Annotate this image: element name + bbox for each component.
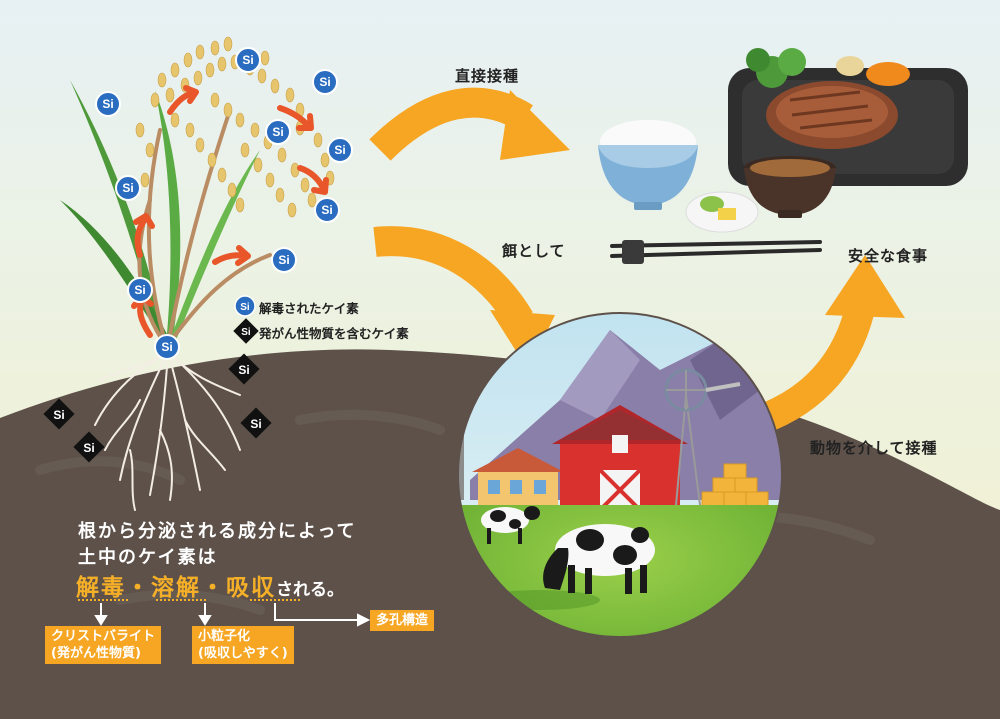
keyword-detox: 解毒 xyxy=(76,575,126,601)
meal-illustration xyxy=(598,48,968,264)
plant-roots xyxy=(94,351,241,511)
svg-text:Si: Si xyxy=(134,283,145,297)
label-feed: 餌として xyxy=(502,242,566,260)
box-cristobalite-line2: (発がん性物質) xyxy=(51,646,141,661)
si-diamond: Si xyxy=(73,431,105,463)
legend-detox-text: 解毒されたケイ素 xyxy=(259,301,359,316)
box-porous: 多孔構造 xyxy=(370,610,435,631)
box-particle-line1: 小粒子化 xyxy=(198,629,251,644)
explanation-keywords: 解毒・溶解・吸収される。 xyxy=(76,568,344,602)
si-diamond: Si xyxy=(240,407,272,439)
svg-text:Si: Si xyxy=(83,441,94,455)
svg-text:Si: Si xyxy=(272,125,283,139)
svg-text:Si: Si xyxy=(122,181,133,195)
si-badge: Si xyxy=(314,197,340,223)
farm-circle-border xyxy=(457,312,783,638)
label-direct: 直接接種 xyxy=(455,67,520,85)
svg-text:Si: Si xyxy=(240,302,250,313)
rice-plant xyxy=(60,36,335,511)
legend-si-diamond: Si xyxy=(233,318,259,344)
soil-texture xyxy=(35,409,875,615)
hay-bales xyxy=(701,463,769,507)
box-porous-line1: 多孔構造 xyxy=(376,613,429,628)
keyword-sep: ・ xyxy=(126,575,151,601)
arrow-via-animal xyxy=(754,296,877,435)
explanation-line1: 根から分泌される成分によって xyxy=(78,521,357,542)
svg-text:Si: Si xyxy=(250,417,261,431)
keyword-dissolve: 溶解 xyxy=(151,575,201,601)
explanation-line2: 土中のケイ素は xyxy=(78,547,218,568)
svg-text:Si: Si xyxy=(321,203,332,217)
label-via-animal: 動物を介して接種 xyxy=(810,439,938,457)
si-badge: Si xyxy=(95,91,121,117)
si-badge: Si xyxy=(115,175,141,201)
svg-text:Si: Si xyxy=(161,340,172,354)
si-badge: Si xyxy=(265,119,291,145)
box-cristobalite-line1: クリストバライト xyxy=(51,629,156,644)
si-badge: Si xyxy=(312,69,338,95)
underline-dissolve xyxy=(156,599,206,601)
carrot xyxy=(866,62,910,86)
cow-large xyxy=(543,524,655,594)
windmill xyxy=(664,368,741,506)
box-cristobalite: クリストバライト (発がん性物質) xyxy=(45,626,162,664)
si-diamond: Si xyxy=(228,353,260,385)
keyword-sep: ・ xyxy=(201,575,226,601)
arrow-feed xyxy=(373,226,533,328)
cow-small xyxy=(481,506,540,544)
plant-stems xyxy=(137,108,272,347)
box-particle: 小粒子化 (吸収しやすく) xyxy=(192,626,294,664)
explanation-connectors xyxy=(94,603,371,627)
si-detox-badges: Si Si Si Si Si Si Si Si Si Si Si xyxy=(95,47,353,360)
si-badge: Si xyxy=(327,137,353,163)
si-badge: Si xyxy=(271,247,297,273)
svg-text:Si: Si xyxy=(53,408,64,422)
svg-text:Si: Si xyxy=(241,327,251,338)
chopsticks xyxy=(610,240,822,258)
svg-text:Si: Si xyxy=(242,53,253,67)
si-badge: Si xyxy=(235,47,261,73)
svg-text:Si: Si xyxy=(334,143,345,157)
legend-carcinogen-text: 発がん性物質を含むケイ素 xyxy=(259,326,409,341)
label-safe-meal: 安全な食事 xyxy=(848,247,929,265)
arrow-heads xyxy=(490,90,905,370)
si-badge: Si xyxy=(127,277,153,303)
svg-text:Si: Si xyxy=(278,253,289,267)
underline-detox xyxy=(78,599,128,601)
si-diamond: Si xyxy=(43,398,75,430)
rice-grains xyxy=(135,36,335,218)
keyword-absorb: 吸収 xyxy=(226,575,276,601)
svg-text:Si: Si xyxy=(319,75,330,89)
si-carcinogen-badges: Si Si Si Si Si xyxy=(43,318,272,463)
svg-text:Si: Si xyxy=(102,97,113,111)
legend-si-blue: Si xyxy=(234,295,256,317)
keyword-suffix: される。 xyxy=(276,580,344,600)
si-badge: Si xyxy=(154,334,180,360)
underline-absorb xyxy=(250,599,300,601)
box-particle-line2: (吸収しやすく) xyxy=(198,646,288,661)
svg-text:Si: Si xyxy=(238,363,249,377)
